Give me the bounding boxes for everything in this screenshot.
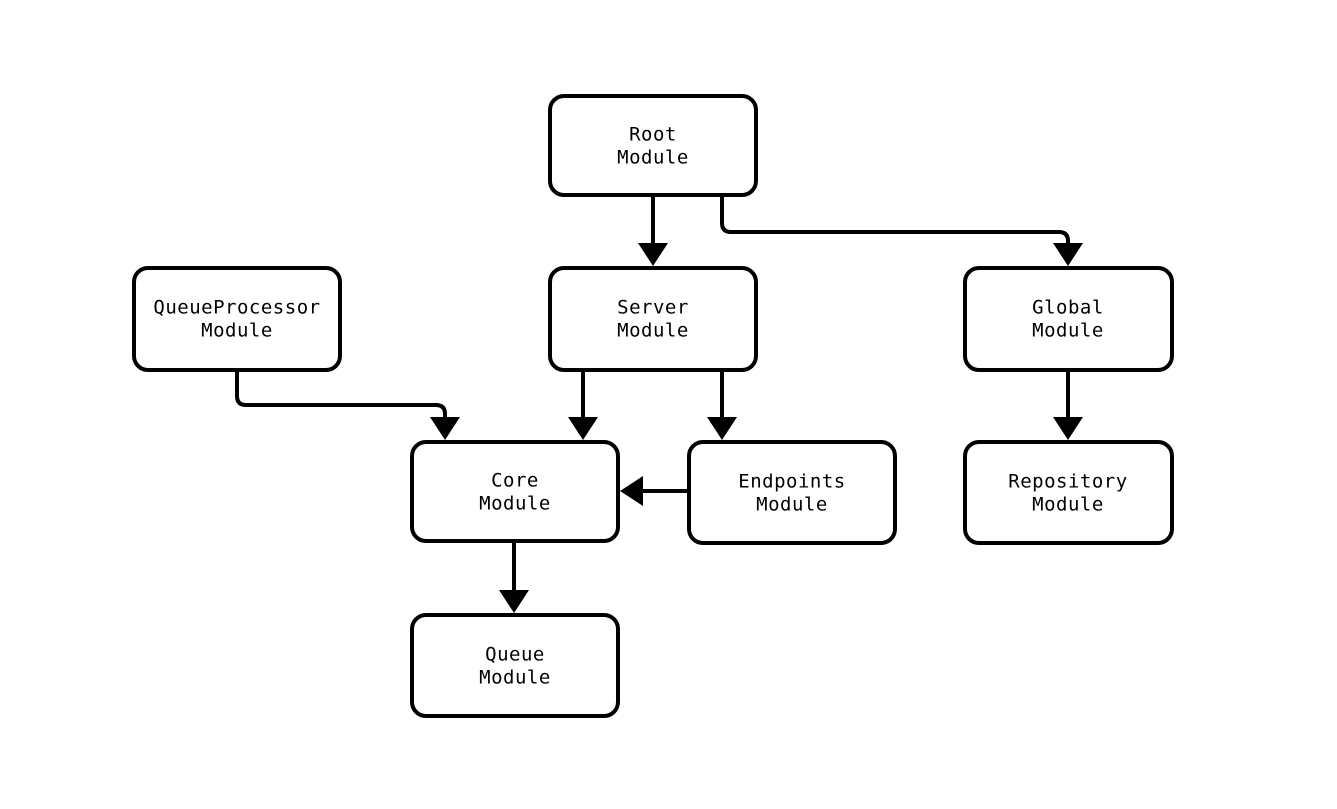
- node-global-module-box[interactable]: [963, 266, 1174, 372]
- edge-server-to-core: [568, 372, 598, 440]
- edge-server-to-core-arrowhead: [568, 417, 598, 440]
- node-global-module[interactable]: Global Module: [963, 266, 1174, 372]
- edge-global-to-repository-arrowhead: [1053, 417, 1083, 440]
- node-server-module-label-line1: Server: [617, 297, 689, 319]
- node-server-module-box[interactable]: [548, 266, 758, 372]
- node-queue-module-label-line1: Queue: [485, 644, 545, 666]
- edge-queueprocessor-to-core-line: [235, 372, 447, 426]
- node-core-module-box[interactable]: [410, 440, 620, 543]
- node-repository-module-box[interactable]: [963, 440, 1174, 545]
- node-core-module-label-line2: Module: [479, 493, 551, 515]
- edge-endpoints-to-core-arrowhead: [620, 476, 643, 506]
- edge-core-to-queue-arrowhead: [499, 590, 529, 613]
- edge-root-to-server: [638, 197, 668, 266]
- node-queueprocessor-module-label-line2: Module: [201, 320, 273, 342]
- node-server-module[interactable]: Server Module: [548, 266, 758, 372]
- node-repository-module-label-line2: Module: [1032, 494, 1104, 516]
- node-root-module-box[interactable]: [548, 94, 758, 197]
- node-repository-module-label-line1: Repository: [1008, 471, 1127, 493]
- node-core-module-label-line1: Core: [491, 470, 539, 492]
- edge-root-to-server-arrowhead: [638, 243, 668, 266]
- node-core-module[interactable]: Core Module: [410, 440, 620, 543]
- edge-root-to-global: [720, 197, 1083, 266]
- edge-global-to-repository: [1053, 372, 1083, 440]
- edge-queueprocessor-to-core: [235, 372, 460, 440]
- node-endpoints-module-label-line1: Endpoints: [738, 471, 845, 493]
- node-queueprocessor-module[interactable]: QueueProcessor Module: [132, 266, 342, 372]
- node-server-module-label-line2: Module: [617, 320, 689, 342]
- node-endpoints-module[interactable]: Endpoints Module: [687, 440, 897, 545]
- edge-server-to-endpoints-arrowhead: [707, 417, 737, 440]
- node-endpoints-module-label-line2: Module: [756, 494, 828, 516]
- node-queueprocessor-module-box[interactable]: [132, 266, 342, 372]
- node-queue-module-label-line2: Module: [479, 667, 551, 689]
- node-queueprocessor-module-label-line1: QueueProcessor: [153, 297, 320, 319]
- edge-endpoints-to-core: [620, 476, 687, 506]
- node-global-module-label-line1: Global: [1032, 297, 1104, 319]
- edge-root-to-global-arrowhead: [1053, 243, 1083, 266]
- edge-layer: [235, 197, 1083, 613]
- node-endpoints-module-box[interactable]: [687, 440, 897, 545]
- node-root-module-label-line2: Module: [617, 147, 689, 169]
- node-queue-module[interactable]: Queue Module: [410, 613, 620, 718]
- node-repository-module[interactable]: Repository Module: [963, 440, 1174, 545]
- edge-root-to-global-line: [720, 197, 1070, 252]
- edge-core-to-queue: [499, 543, 529, 613]
- edge-queueprocessor-to-core-arrowhead: [430, 417, 460, 440]
- node-layer: Root Module QueueProcessor Module Server…: [132, 94, 1174, 718]
- node-queue-module-box[interactable]: [410, 613, 620, 718]
- node-root-module-label-line1: Root: [629, 124, 677, 146]
- node-root-module[interactable]: Root Module: [548, 94, 758, 197]
- node-global-module-label-line2: Module: [1032, 320, 1104, 342]
- edge-server-to-endpoints: [707, 372, 737, 440]
